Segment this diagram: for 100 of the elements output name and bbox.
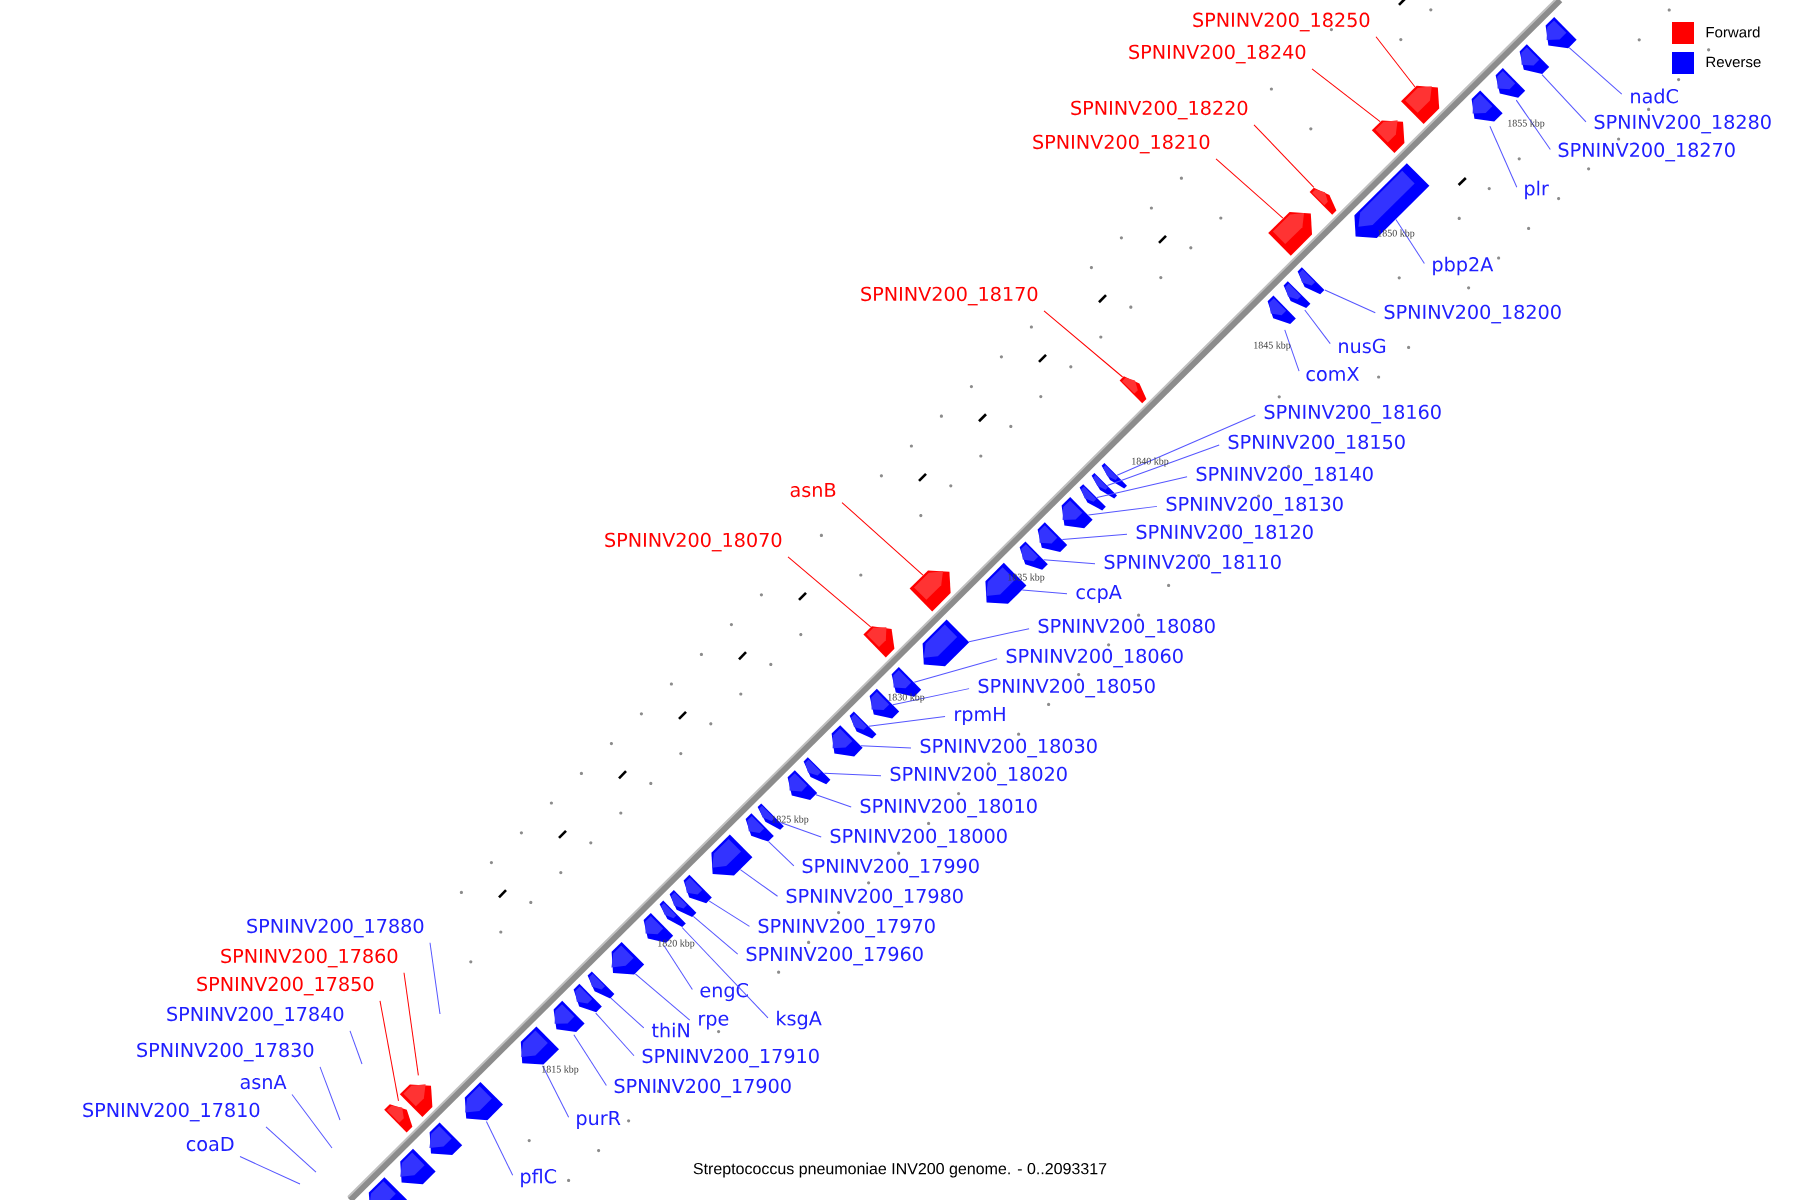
- gene-block: [803, 757, 831, 785]
- gene-label: asnB: [790, 482, 836, 498]
- gene-block: [1019, 541, 1048, 570]
- leader-line: [739, 869, 779, 897]
- leader-line: [485, 1121, 514, 1176]
- gene-block: [683, 874, 712, 904]
- gene-block: [1061, 497, 1093, 529]
- gene-label: SPNINV200_18250: [1193, 12, 1370, 32]
- gene-label: ccpA: [1076, 585, 1122, 603]
- gene-block: [863, 626, 895, 658]
- leader-line: [429, 942, 441, 1015]
- gene-label: SPNINV200_18030: [920, 738, 1097, 758]
- gene-block: [1309, 187, 1337, 215]
- gene-label: SPNINV200_18110: [1104, 554, 1281, 574]
- gene-block: [985, 562, 1027, 604]
- gene-label: SPNINV200_18150: [1228, 434, 1405, 454]
- leader-line: [595, 1012, 635, 1057]
- gene-block: [587, 971, 615, 999]
- gene-label: SPNINV200_18080: [1038, 618, 1215, 638]
- gene-label: pbp2A: [1433, 256, 1494, 276]
- gene-label: ksgA: [777, 1010, 822, 1030]
- gene-block: [891, 667, 922, 697]
- gene-label: SPNINV200_18120: [1136, 524, 1313, 544]
- gene-label: nadC: [1631, 88, 1678, 104]
- gene-block: [553, 1000, 585, 1032]
- leader-line: [1284, 329, 1300, 372]
- gene-block: [1495, 68, 1526, 98]
- leader-line: [403, 972, 419, 1076]
- gene-label: nusG: [1339, 338, 1386, 354]
- gene-block: [1545, 17, 1577, 49]
- gene-block: [520, 1026, 559, 1065]
- leader-line: [913, 658, 998, 683]
- leader-line: [1116, 414, 1256, 476]
- leader-line: [663, 945, 693, 990]
- gene-label: SPNINV200_18010: [860, 798, 1037, 818]
- leader-line: [892, 688, 970, 706]
- gene-block: [1371, 120, 1405, 153]
- gene-label: SPNINV200_18210: [1033, 134, 1210, 154]
- leader-line: [291, 1094, 333, 1149]
- leader-line: [968, 628, 1030, 643]
- gene-label: SPNINV200_17840: [167, 1006, 344, 1026]
- gene-label: SPNINV200_18220: [1071, 100, 1248, 120]
- gene-block: [399, 1084, 433, 1117]
- gene-label: thiN: [651, 1022, 689, 1038]
- gene-label: SPNINV200_18000: [830, 828, 1007, 848]
- leader-line: [868, 715, 946, 727]
- gene-label: SPNINV200_18050: [978, 678, 1155, 698]
- leader-line: [542, 1065, 570, 1118]
- gene-block: [1401, 85, 1440, 124]
- gene-label: SPNINV200_18070: [605, 532, 782, 552]
- gene-label: coaD: [186, 1136, 234, 1152]
- gene-label: SPNINV200_17810: [83, 1102, 260, 1122]
- gene-label: SPNINV200_18270: [1558, 142, 1735, 162]
- leader-line: [1311, 68, 1381, 123]
- gene-block: [831, 725, 863, 757]
- gene-label: comX: [1306, 366, 1359, 382]
- gene-label: rpmH: [955, 707, 1005, 725]
- leader-line: [1087, 505, 1158, 516]
- leader-line: [780, 822, 822, 838]
- leader-line: [634, 973, 691, 1021]
- gene-block: [909, 570, 951, 612]
- gene-block: [1471, 90, 1503, 122]
- leader-line: [379, 1000, 399, 1102]
- gene-block: [368, 1177, 407, 1200]
- leader-line: [1515, 99, 1551, 151]
- gene-label: SPNINV200_18140: [1196, 466, 1373, 486]
- leader-line: [1061, 533, 1128, 540]
- leader-line: [823, 772, 882, 777]
- leader-line: [841, 502, 924, 576]
- gene-label: SPNINV200_17900: [614, 1078, 791, 1098]
- leader-line: [349, 1030, 363, 1065]
- leader-line: [1096, 476, 1188, 499]
- gene-label: SPNINV200_18170: [861, 286, 1038, 306]
- leader-line: [1253, 124, 1315, 188]
- leader-line: [1106, 444, 1220, 487]
- gene-block: [1119, 376, 1147, 404]
- gene-label: rpe: [699, 1014, 729, 1030]
- gene-block: [1101, 463, 1127, 489]
- gene-label: SPNINV200_17850: [197, 976, 374, 996]
- gene-block: [849, 711, 877, 739]
- leader-line: [239, 1156, 301, 1185]
- gene-label: plr: [1525, 180, 1549, 200]
- gene-label: SPNINV200_17990: [802, 858, 979, 878]
- gene-block: [400, 1148, 436, 1185]
- gene-label: SPNINV200_18240: [1129, 44, 1306, 64]
- gene-label: pflC: [521, 1168, 557, 1188]
- gene-label: SPNINV200_18200: [1384, 304, 1561, 324]
- gene-block: [464, 1082, 503, 1121]
- leader-line: [1375, 36, 1416, 88]
- leader-line: [610, 997, 645, 1029]
- gene-block: [1519, 44, 1550, 74]
- leader-line: [815, 794, 852, 808]
- gene-label: SPNINV200_17980: [786, 888, 963, 908]
- gene-block: [1297, 267, 1325, 295]
- gene-block: [611, 942, 645, 975]
- gene-block: [1268, 212, 1312, 256]
- caption: Streptococcus pneumoniae INV200 genome. - 0..2093317: [693, 1162, 1107, 1178]
- leader-line: [1489, 125, 1518, 188]
- leader-line: [1215, 158, 1284, 219]
- gene-block: [1267, 295, 1296, 324]
